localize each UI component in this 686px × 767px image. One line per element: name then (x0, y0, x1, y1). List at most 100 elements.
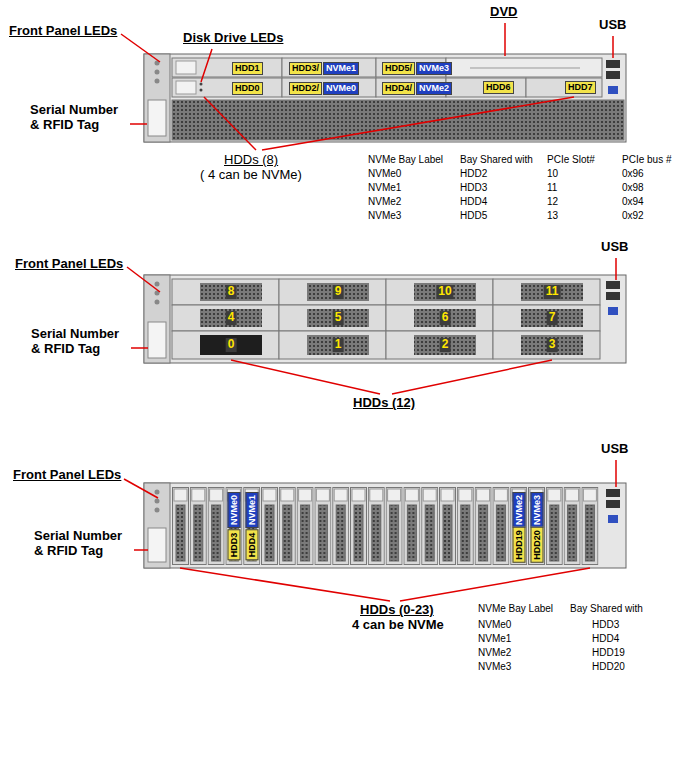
table-cell: NVMe3 (368, 210, 401, 222)
drive-bays (172, 279, 600, 359)
bay-number: 10 (436, 285, 453, 299)
usb-port (606, 489, 620, 497)
drive-tag: HDD1 (232, 62, 263, 75)
bay-number: 0 (226, 338, 237, 352)
drive-tag-text: HDD1 (235, 63, 260, 73)
table-header: NVMe Bay Label (368, 154, 443, 166)
bay-number: 2 (440, 338, 451, 352)
callout-label: HDDs (8) (224, 153, 278, 168)
drive-tag-text: NVMe0 (326, 83, 356, 93)
dvd-slot (470, 68, 580, 69)
chassis-12-drive (144, 275, 626, 363)
callout-label: USB (599, 18, 626, 33)
drive-tag: NVMe3 (531, 492, 544, 528)
table-cell: 13 (547, 210, 558, 222)
drive-tag: HDD3 (228, 530, 241, 561)
table-cell: NVMe3 (478, 661, 511, 673)
drive-tag: HDD5/ (382, 62, 415, 75)
bay-number: 3 (547, 338, 558, 352)
table-cell: 12 (547, 196, 558, 208)
serial-tag (148, 100, 166, 136)
drive-tag: HDD4 (246, 530, 259, 561)
table-cell: NVMe1 (368, 182, 401, 194)
usb-port (606, 281, 620, 289)
drive-bay (526, 78, 602, 97)
leader-lines (121, 23, 616, 601)
callout-label: HDDs (12) (353, 396, 415, 411)
led (155, 70, 160, 75)
chassis-body (144, 275, 626, 363)
table-cell: HDD3 (592, 619, 619, 631)
drive-tag: HDD0 (232, 82, 263, 95)
table-cell: HDD4 (592, 633, 619, 645)
chassis-ear (144, 54, 170, 142)
led (155, 79, 160, 84)
drive-tag-text: NVMe2 (514, 495, 524, 525)
drive-tag: HDD19 (513, 527, 526, 563)
table-cell: NVMe2 (368, 196, 401, 208)
callout-label: Serial Number & RFID Tag (31, 327, 127, 357)
callout-label: HDDs (0-23) (360, 603, 434, 618)
drive-tag: HDD2/ (289, 82, 322, 95)
drive-tag-text: NVMe3 (419, 63, 449, 73)
bay-number: 4 (226, 311, 237, 325)
bay-number: 9 (333, 285, 344, 299)
serial-tag (148, 322, 166, 358)
drive-tag-text: HDD7 (568, 82, 593, 92)
chassis-24-drive (144, 483, 626, 568)
table-cell: NVMe0 (368, 168, 401, 180)
table-header: PCIe bus # (622, 154, 671, 166)
drive-tag-text: HDD4 (247, 533, 257, 558)
bay-number: 6 (440, 311, 451, 325)
drive-tag-text: HDD0 (235, 83, 260, 93)
usb-port (606, 60, 620, 68)
usb-port (606, 71, 620, 79)
table-header: Bay Shared with (570, 603, 643, 615)
drive-tag: HDD20 (531, 527, 544, 563)
drive-tag: HDD7 (565, 81, 596, 94)
dvd-drive (446, 58, 602, 77)
drive-bay (172, 58, 282, 77)
drive-bay (446, 78, 526, 97)
callout-label: DVD (490, 5, 517, 20)
callout-label: Front Panel LEDs (9, 24, 117, 39)
callout-label: Front Panel LEDs (15, 257, 123, 272)
drive-tag: NVMe0 (323, 82, 359, 95)
callout-label: Disk Drive LEDs (183, 31, 283, 46)
bay-handle (176, 81, 196, 94)
table-cell: 0x98 (622, 182, 644, 194)
power-icon (608, 86, 618, 94)
chassis-body (144, 483, 626, 568)
table-cell: 10 (547, 168, 558, 180)
bay-number: 8 (226, 285, 237, 299)
drive-tag-text: HDD3/ (292, 63, 319, 73)
callout-label: USB (601, 442, 628, 457)
table-cell: 0x92 (622, 210, 644, 222)
drive-bay (282, 78, 376, 97)
drive-tag-text: NVMe3 (532, 495, 542, 525)
table-header: NVMe Bay Label (478, 603, 553, 615)
drive-tag-text: NVMe1 (247, 495, 257, 525)
usb-port (606, 500, 620, 508)
bay-number: 11 (544, 285, 561, 299)
drive-tag-text: HDD2/ (292, 83, 319, 93)
table-cell: HDD20 (592, 661, 625, 673)
table-cell: NVMe2 (478, 647, 511, 659)
drive-bay (172, 78, 282, 97)
drive-bay (282, 58, 376, 77)
callout-label: USB (601, 240, 628, 255)
callout-label: ( 4 can be NVMe) (200, 168, 302, 183)
table-header: Bay Shared with (460, 154, 533, 166)
drive-tag: NVMe1 (323, 62, 359, 75)
power-icon (608, 307, 618, 315)
chassis-ear (144, 483, 170, 568)
table-cell: HDD5 (460, 210, 487, 222)
table-cell: HDD3 (460, 182, 487, 194)
drive-tag-text: NVMe0 (229, 495, 239, 525)
callout-label: 4 can be NVMe (352, 618, 444, 633)
drive-tag-text: HDD20 (532, 530, 542, 560)
power-icon (608, 515, 618, 523)
drive-tag-text: NVMe1 (326, 63, 356, 73)
drive-tag: NVMe2 (416, 82, 452, 95)
callout-label: Serial Number & RFID Tag (34, 529, 130, 559)
